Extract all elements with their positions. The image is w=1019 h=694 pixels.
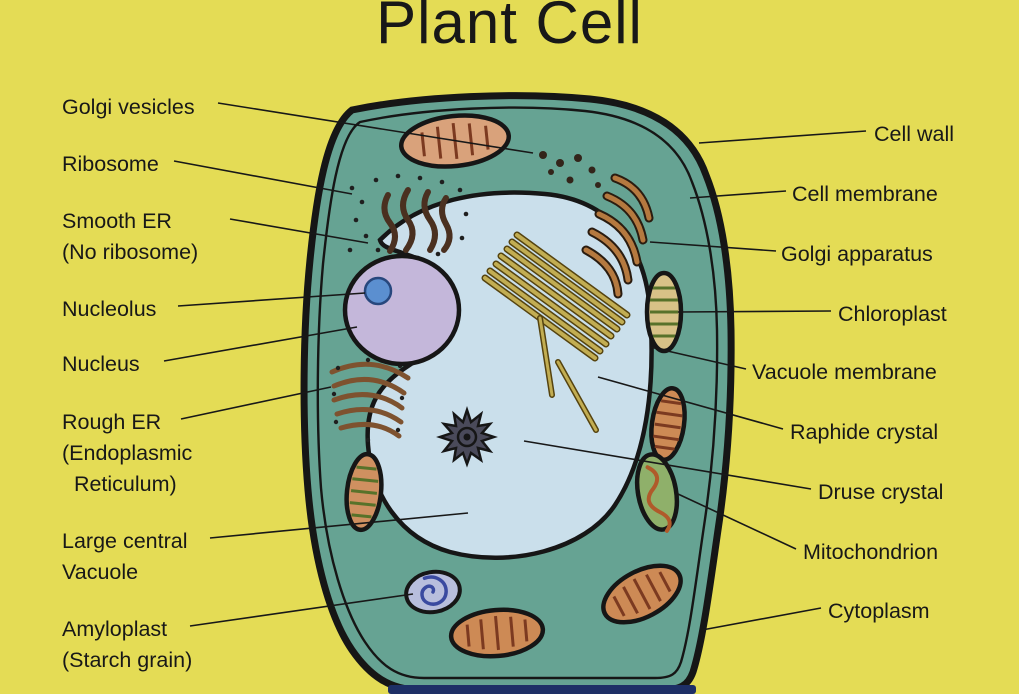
nucleolus [363, 276, 393, 306]
golgi-vesicles [539, 151, 601, 188]
smooth-er [381, 187, 453, 254]
label-cell-wall: Cell wall [874, 122, 955, 146]
chloroplast-lower-left [344, 451, 384, 533]
label-vacuole-membrane: Vacuole membrane [752, 360, 937, 384]
label-druse-crystal: Druse crystal [818, 480, 944, 504]
mitochondrion-bottom-center [448, 607, 546, 659]
connector-lines [163, 102, 867, 631]
amyloplast [404, 569, 462, 615]
label-large-central-vacuole: Large central Vacuole [62, 529, 188, 584]
label-amyloplast: Amyloplast (Starch grain) [62, 617, 193, 672]
golgi-apparatus [581, 173, 654, 299]
chloroplast [644, 270, 684, 354]
bottom-strip [388, 685, 696, 694]
label-nucleus: Nucleus [62, 352, 140, 376]
label-cytoplasm: Cytoplasm [828, 599, 930, 623]
raphide-crystal [481, 231, 631, 433]
cell-membrane [316, 106, 719, 680]
druse-crystal [436, 406, 498, 468]
mitochondrion [634, 452, 680, 533]
label-mitochondrion: Mitochondrion [803, 540, 939, 564]
label-rough-er: Rough ER (Endoplasmic Reticulum) [62, 410, 193, 496]
label-golgi-vesicles: Golgi vesicles [62, 95, 195, 119]
label-raphide-crystal: Raphide crystal [790, 420, 939, 444]
label-golgi-apparatus: Golgi apparatus [781, 242, 933, 266]
label-chloroplast: Chloroplast [838, 302, 947, 326]
nucleus [342, 253, 462, 367]
label-ribosome: Ribosome [62, 152, 159, 176]
page-title: Plant Cell [376, 0, 643, 56]
label-cell-membrane: Cell membrane [792, 182, 938, 206]
label-nucleolus: Nucleolus [62, 297, 157, 321]
mitochondrion-bottom-right [601, 563, 683, 625]
label-smooth-er: Smooth ER (No ribosome) [62, 209, 199, 264]
